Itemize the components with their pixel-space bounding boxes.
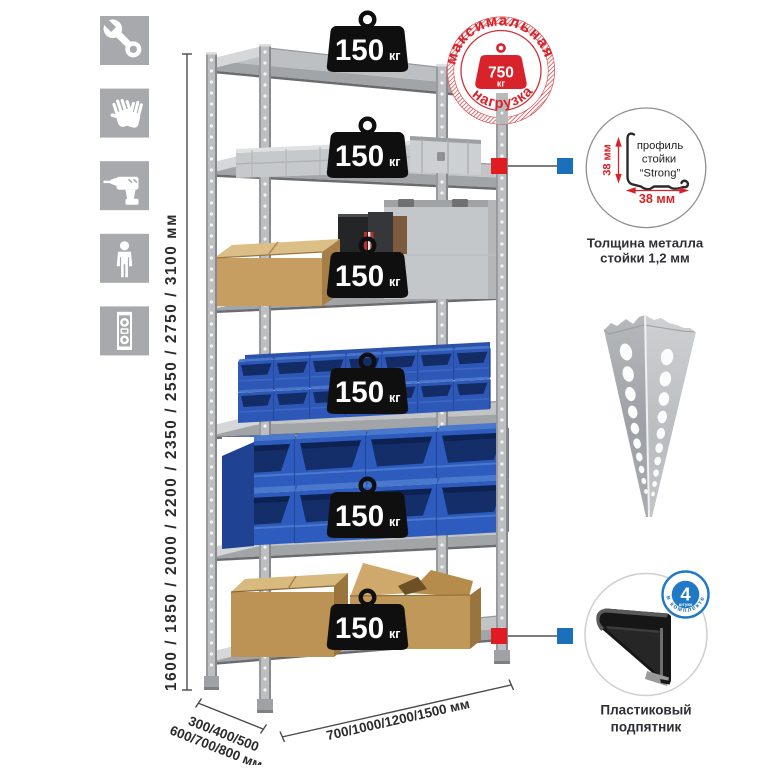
svg-text:кг: кг <box>389 49 401 63</box>
svg-text:подпятник: подпятник <box>611 720 682 735</box>
svg-text:штуки: штуки <box>679 602 693 607</box>
svg-text:750: 750 <box>488 65 514 82</box>
svg-text:кг: кг <box>497 79 506 89</box>
svg-text:150: 150 <box>335 612 384 645</box>
svg-text:150: 150 <box>335 140 384 173</box>
svg-text:150: 150 <box>335 376 384 409</box>
svg-text:4: 4 <box>680 584 691 605</box>
svg-text:1600 / 1850 / 2000 / 2200 / 23: 1600 / 1850 / 2000 / 2200 / 2350 / 2550 … <box>163 213 180 691</box>
svg-text:кг: кг <box>389 391 401 405</box>
svg-text:Толщина металла: Толщина металла <box>587 236 704 251</box>
svg-text:профиль: профиль <box>637 140 683 152</box>
svg-text:150: 150 <box>335 260 384 293</box>
svg-text:“Strong”: “Strong” <box>640 168 681 180</box>
svg-text:кг: кг <box>389 515 401 529</box>
svg-text:стойки: стойки <box>642 154 676 166</box>
svg-text:38 мм: 38 мм <box>602 144 614 176</box>
svg-text:150: 150 <box>335 500 384 533</box>
svg-text:кг: кг <box>389 627 401 641</box>
svg-text:кг: кг <box>389 275 401 289</box>
svg-text:38 мм: 38 мм <box>639 192 675 206</box>
svg-text:кг: кг <box>389 155 401 169</box>
svg-text:стойки 1,2 мм: стойки 1,2 мм <box>600 251 690 266</box>
svg-text:150: 150 <box>335 34 384 67</box>
svg-text:Пластиковый: Пластиковый <box>600 703 691 718</box>
